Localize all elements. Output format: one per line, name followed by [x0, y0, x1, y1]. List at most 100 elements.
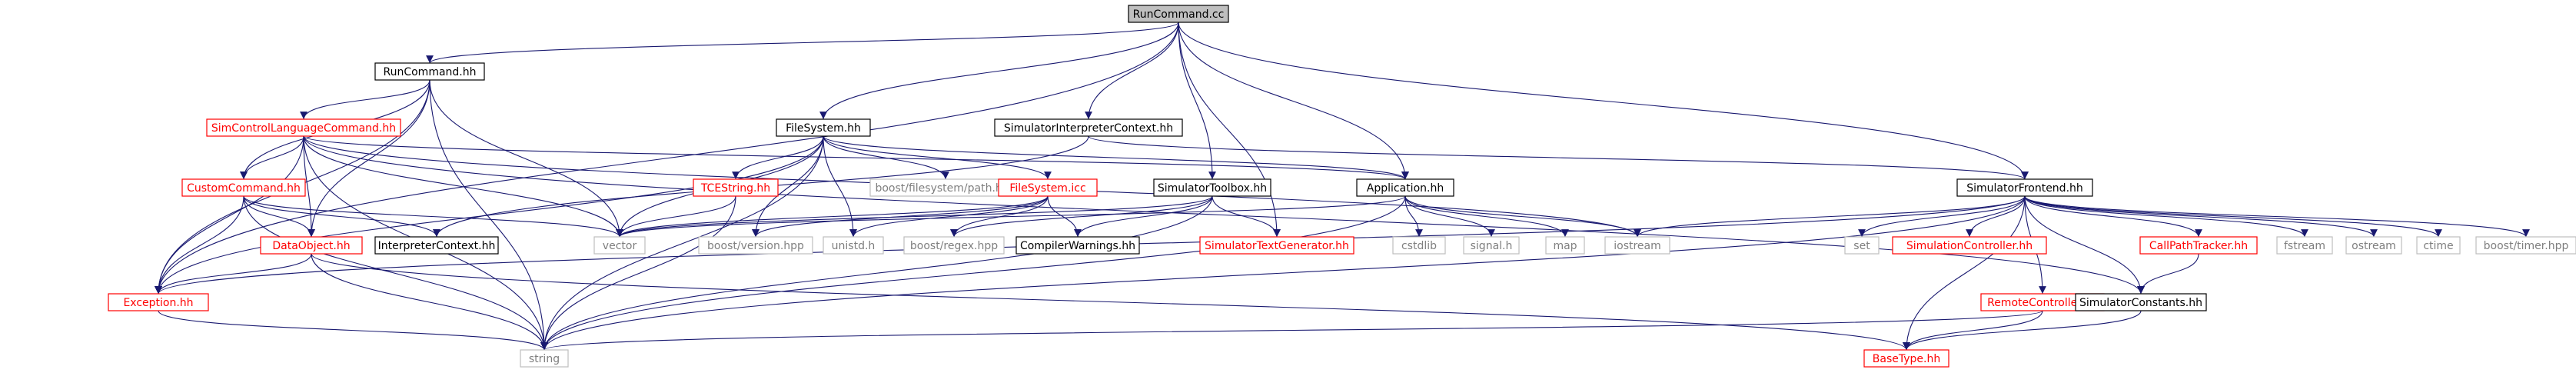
edge-simfrontend-to-set: [1858, 195, 2026, 238]
edge-line: [1212, 195, 1281, 238]
node-filesystem_icc[interactable]: FileSystem.icc: [998, 178, 1098, 197]
node-fstream[interactable]: fstream: [2276, 236, 2333, 255]
edge-line: [1088, 135, 2029, 180]
node-customcommand[interactable]: CustomCommand.hh: [181, 178, 306, 197]
node-tcestring[interactable]: TCEString.hh: [693, 178, 779, 197]
edge-exception-to-string: [158, 310, 548, 351]
node-dataobject[interactable]: DataObject.hh: [260, 236, 363, 255]
node-set[interactable]: set: [1844, 236, 1880, 255]
edge-line: [1074, 195, 1213, 238]
node-label: set: [1853, 240, 1870, 252]
node-label: ctime: [2423, 240, 2453, 252]
node-ostream[interactable]: ostream: [2345, 236, 2402, 255]
node-iostream[interactable]: iostream: [1604, 236, 1670, 255]
node-simcontroller[interactable]: SimulationController.hh: [1892, 236, 2047, 255]
node-simfrontend[interactable]: SimulatorFrontend.hh: [1956, 178, 2093, 197]
edge-callpathtracker-to-simconstants: [2137, 253, 2199, 295]
node-vector[interactable]: vector: [593, 236, 646, 255]
node-boost_regex[interactable]: boost/regex.hpp: [903, 236, 1005, 255]
node-signal[interactable]: signal.h: [1463, 236, 1520, 255]
edge-tcestring-to-vector: [616, 195, 736, 238]
edge-line: [1404, 195, 1495, 238]
edge-line: [540, 135, 824, 351]
node-compilerwarnings[interactable]: CompilerWarnings.hh: [1015, 236, 1140, 255]
node-unistd[interactable]: unistd.h: [823, 236, 884, 255]
edge-filesystem_icc-to-compilerwarnings: [1047, 195, 1082, 238]
edge-line: [823, 135, 857, 238]
node-runcommand_hh[interactable]: RunCommand.hh: [374, 62, 485, 81]
node-ctime[interactable]: ctime: [2416, 236, 2461, 255]
node-cstdlib[interactable]: cstdlib: [1392, 236, 1446, 255]
node-box: [698, 236, 813, 255]
node-label: signal.h: [1471, 240, 1513, 252]
node-label: fstream: [2284, 240, 2325, 252]
node-label: InterpreterContext.hh: [378, 240, 496, 252]
edge-line: [243, 195, 623, 238]
node-boost_fs_path[interactable]: boost/filesystem/path.hpp: [869, 178, 1022, 197]
edge-line: [158, 310, 548, 351]
node-simtextgen[interactable]: SimulatorTextGenerator.hh: [1199, 236, 1354, 255]
edge-line: [823, 135, 1409, 180]
edge-line: [1404, 195, 1569, 238]
node-label: BaseType.hh: [1873, 353, 1940, 365]
edge-line: [540, 195, 2026, 351]
edge-line: [155, 22, 1179, 295]
node-string[interactable]: string: [520, 349, 569, 368]
edge-simcontrol-to-exception: [155, 135, 304, 295]
edge-dataobject-to-exception: [155, 253, 312, 295]
edge-customcommand-to-string: [243, 195, 548, 351]
node-box: [593, 236, 646, 255]
node-label: TCEString.hh: [700, 182, 770, 195]
node-siminterpctx[interactable]: SimulatorInterpreterContext.hh: [994, 118, 1183, 137]
edge-filesystem_hh-to-boost_version: [752, 135, 824, 238]
edge-line: [849, 195, 1049, 238]
edge-simtoolbox-to-compilerwarnings: [1074, 195, 1213, 238]
node-remotecontroller[interactable]: RemoteController.hh: [1980, 293, 2105, 311]
edge-line: [1178, 22, 1409, 180]
edge-customcommand-to-vector: [243, 195, 623, 238]
node-exception[interactable]: Exception.hh: [108, 293, 209, 311]
edge-line: [2024, 195, 2308, 238]
edge-line: [155, 253, 312, 295]
node-box: [1463, 236, 1520, 255]
edge-line: [311, 253, 548, 351]
node-box: [1604, 236, 1670, 255]
edges-layer: [155, 22, 2530, 351]
node-map[interactable]: map: [1545, 236, 1585, 255]
node-boost_version[interactable]: boost/version.hpp: [698, 236, 813, 255]
node-box: [2276, 236, 2333, 255]
node-label: CustomCommand.hh: [187, 182, 301, 195]
node-interpretercontext[interactable]: InterpreterContext.hh: [374, 236, 499, 255]
edge-dataobject-to-string: [311, 253, 548, 351]
edge-simfrontend-to-basetype: [1903, 195, 2026, 351]
edge-line: [155, 135, 824, 295]
node-simcontrol[interactable]: SimControlLanguageCommand.hh: [206, 118, 401, 137]
edge-line: [1903, 310, 2043, 351]
node-application[interactable]: Application.hh: [1356, 178, 1454, 197]
node-box: [903, 236, 1005, 255]
node-box: [260, 236, 363, 255]
node-label: SimulatorTextGenerator.hh: [1205, 240, 1349, 252]
node-box: [1128, 5, 1229, 23]
edge-line: [311, 253, 1910, 351]
node-box: [520, 349, 569, 368]
node-label: unistd.h: [832, 240, 876, 252]
edge-simfrontend-to-simcontroller: [1966, 195, 2026, 238]
node-label: SimControlLanguageCommand.hh: [211, 122, 396, 135]
edge-dataobject-to-basetype: [311, 253, 1910, 351]
edge-simcontrol-to-dataobject: [303, 135, 315, 238]
edge-filesystem_hh-to-boost_fs_path: [823, 135, 949, 180]
edge-line: [1858, 195, 2026, 238]
node-runcommand_cc[interactable]: RunCommand.cc: [1128, 5, 1229, 23]
node-box: [1153, 178, 1271, 197]
edge-line: [1404, 195, 1423, 238]
node-boost_timer[interactable]: boost/timer.hpp: [2475, 236, 2576, 255]
edge-line: [540, 195, 1213, 351]
node-simtoolbox[interactable]: SimulatorToolbox.hh: [1153, 178, 1271, 197]
node-basetype[interactable]: BaseType.hh: [1863, 349, 1949, 368]
node-label: ostream: [2352, 240, 2396, 252]
node-simconstants[interactable]: SimulatorConstants.hh: [2075, 293, 2207, 311]
node-filesystem_hh[interactable]: FileSystem.hh: [776, 118, 871, 137]
node-callpathtracker[interactable]: CallPathTracker.hh: [2139, 236, 2258, 255]
